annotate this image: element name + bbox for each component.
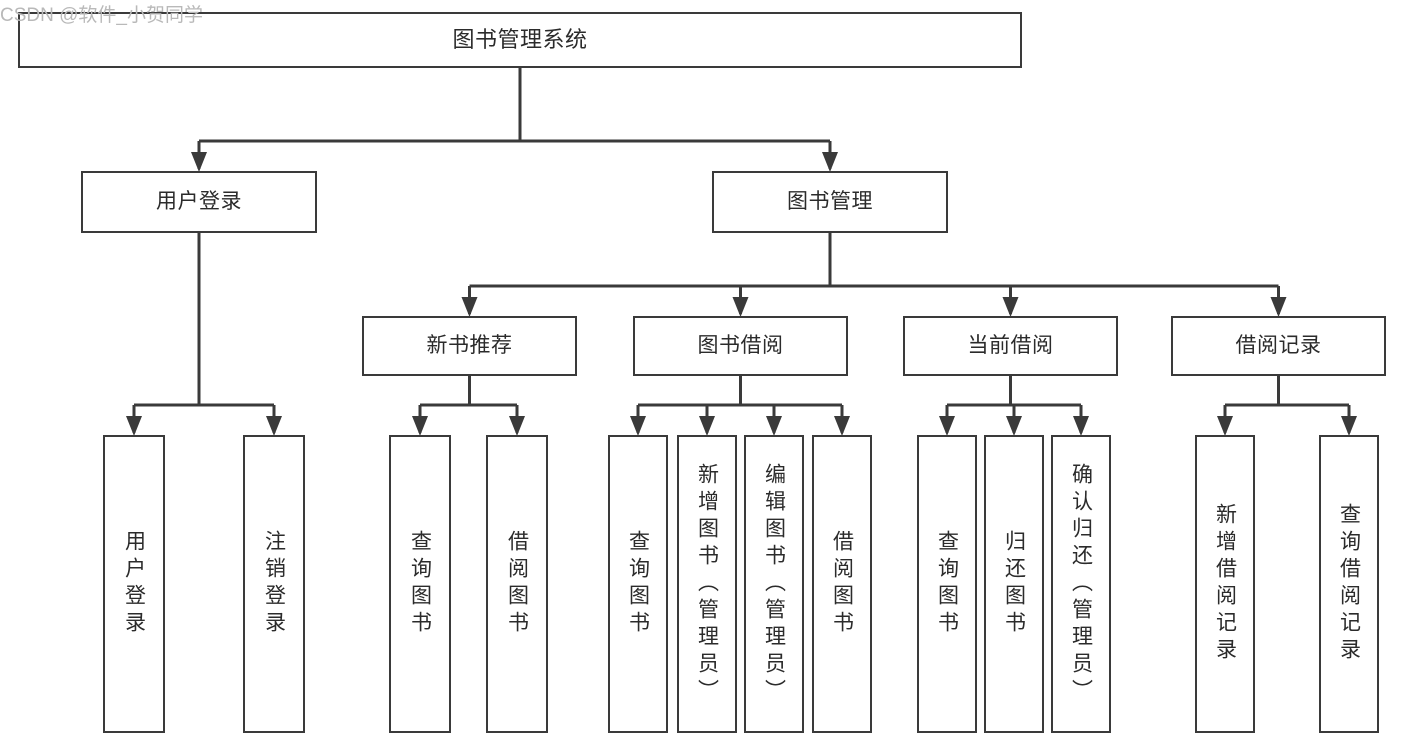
node-label: 用户登录 — [122, 530, 146, 638]
node-label: 借阅记录 — [1235, 333, 1322, 357]
node-leaf-add-record[interactable]: 新增借阅记录 — [1195, 435, 1255, 733]
node-label: 查询图书 — [626, 530, 650, 638]
node-label: 图书管理 — [787, 189, 873, 213]
node-leaf-borrow-book-1[interactable]: 借阅图书 — [486, 435, 548, 733]
node-label: 查询借阅记录 — [1337, 503, 1361, 665]
node-leaf-user-login[interactable]: 用户登录 — [103, 435, 165, 733]
node-label: 编辑图书（管理员） — [762, 462, 786, 706]
node-leaf-query-book-3[interactable]: 查询图书 — [917, 435, 977, 733]
node-label: 归还图书 — [1002, 530, 1026, 638]
node-label: 借阅图书 — [505, 530, 529, 638]
node-leaf-query-record[interactable]: 查询借阅记录 — [1319, 435, 1379, 733]
node-leaf-logout[interactable]: 注销登录 — [243, 435, 305, 733]
node-leaf-borrow-book-2[interactable]: 借阅图书 — [812, 435, 872, 733]
node-leaf-edit-book[interactable]: 编辑图书（管理员） — [744, 435, 804, 733]
node-root[interactable]: 图书管理系统 — [18, 12, 1022, 68]
node-leaf-query-book-1[interactable]: 查询图书 — [389, 435, 451, 733]
node-current-borrow[interactable]: 当前借阅 — [903, 316, 1118, 376]
node-label: 查询图书 — [408, 530, 432, 638]
node-label: 新增借阅记录 — [1213, 503, 1237, 665]
node-label: 图书管理系统 — [452, 27, 588, 53]
node-label: 查询图书 — [935, 530, 959, 638]
node-label: 注销登录 — [262, 530, 286, 638]
node-leaf-add-book[interactable]: 新增图书（管理员） — [677, 435, 737, 733]
node-label: 用户登录 — [156, 189, 242, 213]
node-label: 确认归还（管理员） — [1069, 462, 1093, 706]
node-label: 新书推荐 — [426, 333, 513, 357]
node-user-login[interactable]: 用户登录 — [81, 171, 317, 233]
node-borrow-record[interactable]: 借阅记录 — [1171, 316, 1386, 376]
node-leaf-query-book-2[interactable]: 查询图书 — [608, 435, 668, 733]
node-label: 借阅图书 — [830, 530, 854, 638]
node-leaf-confirm-return[interactable]: 确认归还（管理员） — [1051, 435, 1111, 733]
node-label: 图书借阅 — [697, 333, 784, 357]
node-label: 新增图书（管理员） — [695, 462, 719, 706]
node-book-manage[interactable]: 图书管理 — [712, 171, 948, 233]
node-book-borrow[interactable]: 图书借阅 — [633, 316, 848, 376]
node-new-book-rec[interactable]: 新书推荐 — [362, 316, 577, 376]
node-label: 当前借阅 — [967, 333, 1054, 357]
node-leaf-return-book[interactable]: 归还图书 — [984, 435, 1044, 733]
